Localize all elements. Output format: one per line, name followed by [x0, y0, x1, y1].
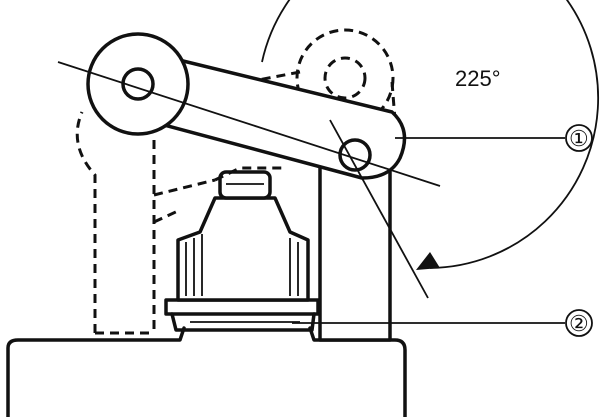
callout-2-label: ②: [569, 311, 589, 336]
plunger-flange: [164, 298, 320, 316]
alt-left-lever: [75, 111, 216, 335]
lever-pivot: [338, 138, 372, 172]
lever-center-line: [57, 61, 441, 187]
rotation-angle-label: 225°: [455, 66, 501, 91]
plunger-base-ring: [170, 312, 316, 332]
callout-2-circle: [565, 309, 593, 337]
rotation-sweep-arc: [261, 0, 600, 269]
alt-roller-inner: [323, 56, 367, 100]
sweep-arrow-end-icon: [416, 252, 440, 270]
plunger-dome-ribs: [185, 234, 299, 296]
plunger-dome: [176, 196, 310, 302]
lever-limit-line: [329, 119, 429, 299]
plunger-cap: [218, 170, 272, 200]
lever-arm: [128, 46, 407, 180]
callout-1-circle: [565, 124, 593, 152]
callout-1-label: ①: [569, 126, 589, 151]
switch-housing-body: [6, 326, 407, 417]
